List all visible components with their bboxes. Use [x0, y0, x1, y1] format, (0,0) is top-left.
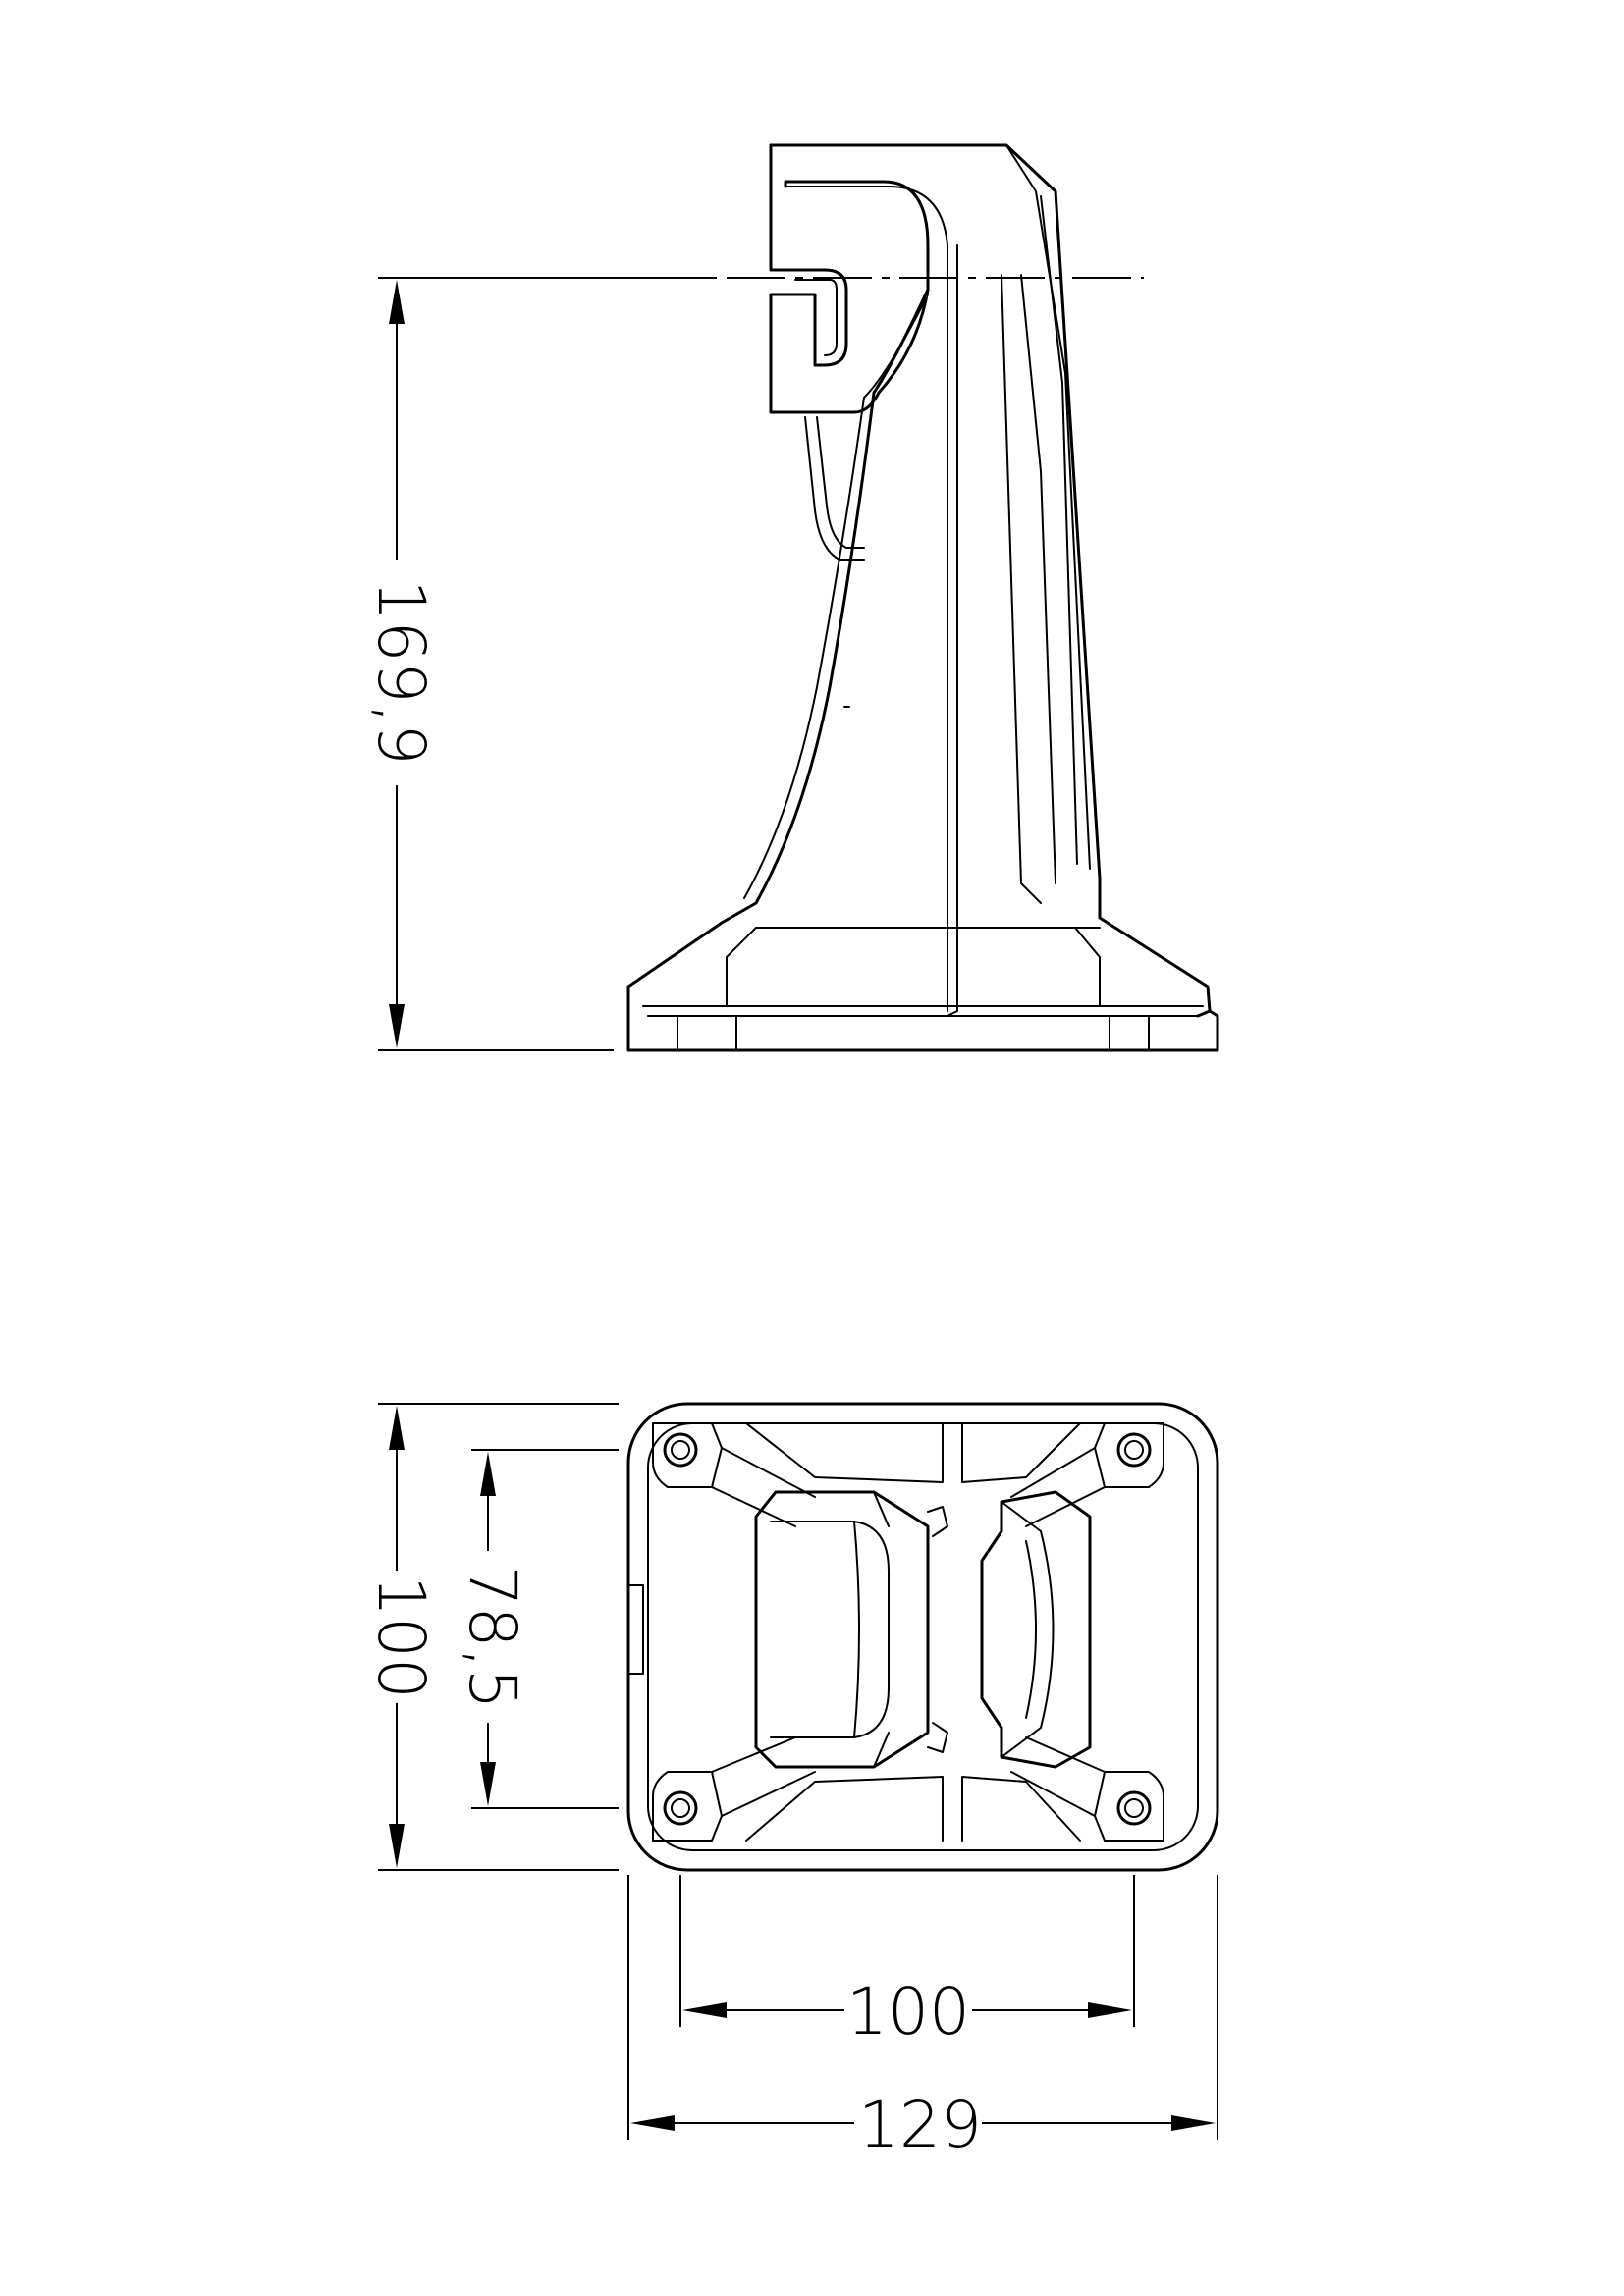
hole-height-label: 78,5: [455, 1566, 530, 1710]
base-plate-ribs: [677, 1015, 1150, 1051]
hole-width-label: 100: [846, 1974, 970, 2050]
corner-hole-top-right: [1094, 1422, 1164, 1488]
hook-head: [769, 143, 930, 414]
bottom-view: [626, 1402, 1219, 1872]
left-pad-inner: [770, 1521, 890, 1738]
corner-hole-bottom-right: [1094, 1771, 1164, 1842]
height-dim-arrow-bottom: [389, 1004, 405, 1048]
outer-height-arrow-top: [389, 1406, 405, 1450]
outer-height-label: 100: [363, 1575, 439, 1699]
outer-height-dimension: 100: [363, 1403, 619, 1871]
center-spine: [947, 244, 958, 1017]
column-outer-right-edge: [769, 143, 1212, 1018]
top-rib-web: [745, 1422, 1081, 1483]
outer-height-arrow-bottom: [389, 1824, 405, 1868]
hole-width-arrow-left: [682, 2002, 727, 2018]
outer-width-arrow-right: [1171, 2115, 1216, 2131]
column-front-face: [1001, 274, 1042, 904]
base-outline-inner: [647, 1422, 1199, 1851]
hook-inner-channel: [785, 186, 948, 1012]
left-pad-clips: [927, 1506, 948, 1753]
diagonal-ribs: [711, 1447, 1106, 1817]
height-dim-arrow-top: [389, 280, 405, 324]
base-outline-outer: [626, 1402, 1219, 1872]
front-curved-sweep-inner: [743, 294, 929, 899]
hole-height-arrow-bottom: [480, 1762, 496, 1806]
hole-width-arrow-right: [1088, 2002, 1132, 2018]
corner-hole-top-left: [652, 1422, 723, 1488]
base-side-tab: [627, 1584, 644, 1675]
corner-hole-bottom-left: [652, 1771, 723, 1842]
bracket-arm-outer: [804, 416, 865, 561]
column-inner-groove-outer: [1040, 195, 1078, 865]
base-gussets: [726, 927, 1101, 1007]
hole-height-arrow-top: [480, 1452, 496, 1496]
left-pad-outline: [754, 1490, 930, 1769]
hole-height-dimension: 78,5: [455, 1449, 619, 1809]
bottom-rib-web: [745, 1776, 1081, 1842]
left-pad-curves: [853, 1491, 890, 1768]
hole-width-dimension: 100: [679, 1875, 1135, 2050]
height-dim-label: 169,9: [363, 580, 439, 766]
side-view: [381, 143, 1219, 1052]
column-inner-groove-inner: [1020, 274, 1056, 884]
front-curved-sweep-outer: [626, 288, 930, 1013]
outer-width-arrow-left: [630, 2115, 675, 2131]
height-dimension: 169,9: [363, 277, 717, 1051]
outer-width-dimension: 129: [627, 1875, 1218, 2163]
bracket-arm-inner: [816, 416, 865, 549]
base-plate: [626, 985, 1219, 1052]
right-pad-curves: [1001, 1501, 1055, 1758]
hook-slot-detail: [794, 279, 838, 356]
outer-width-label: 129: [858, 2087, 982, 2163]
